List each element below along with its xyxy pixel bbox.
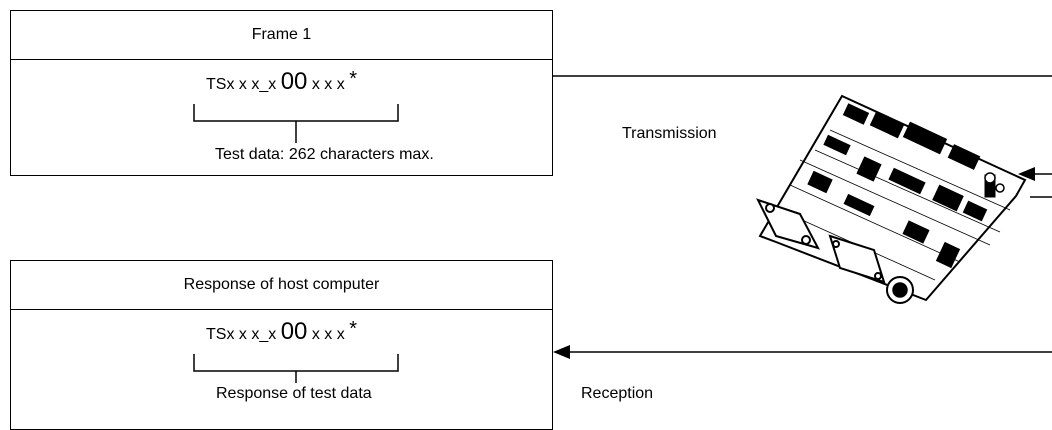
frame-1-test-data-note: Test data: 262 characters max. [215,146,434,163]
frame-1-command-prefix: TSx x x_x [206,76,281,93]
frame-1-bracket [193,104,399,143]
response-command-suffix: x x x [307,326,350,343]
frame-1-command-star: * [349,68,357,90]
response-command-star: * [349,318,357,340]
response-box: Response of host computer TSx x x_x 00 x… [10,260,553,430]
frame-1-title: Frame 1 [11,11,552,60]
frame-1-box: Frame 1 TSx x x_x 00 x x x * Test data: … [10,10,553,176]
reception-arrow-head [553,345,570,359]
response-bracket [193,354,399,383]
right-arrow-head [1018,167,1035,181]
response-command: TSx x x_x 00 x x x * [11,318,552,346]
response-command-prefix: TSx x x_x [206,326,281,343]
response-command-code: 00 [280,318,308,345]
frame-1-command: TSx x x_x 00 x x x * [11,68,552,96]
transmission-label: Transmission [622,125,717,142]
reception-label: Reception [581,385,654,402]
response-title: Response of host computer [11,261,552,310]
frame-1-command-code: 00 [280,68,308,95]
frame-1-command-suffix: x x x [307,76,350,93]
connector-lines [193,75,1052,383]
circuit-board-icon [756,94,1027,304]
response-test-data-note: Response of test data [216,385,372,402]
